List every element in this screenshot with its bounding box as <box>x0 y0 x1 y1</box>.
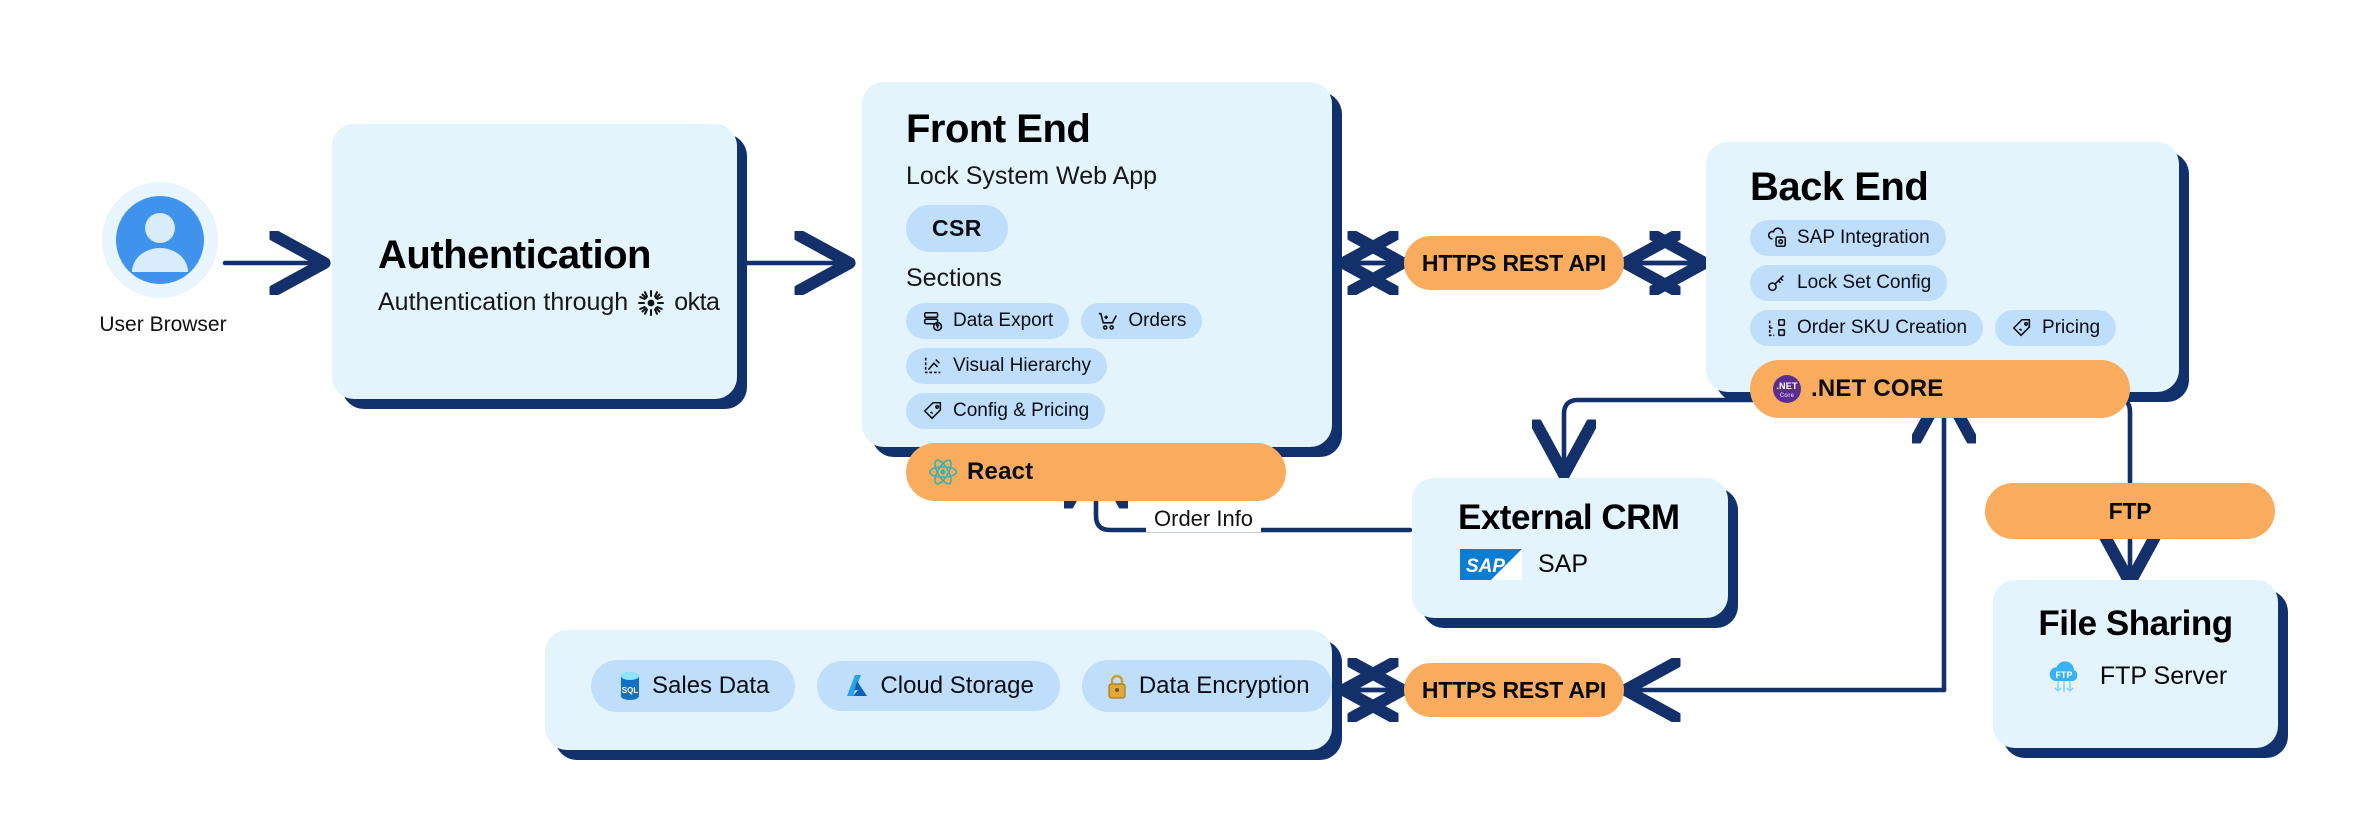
external-crm-card: External CRM SAP SAP <box>1412 478 1728 618</box>
svg-text:Core: Core <box>1780 393 1795 399</box>
capability-label: SAP Integration <box>1797 227 1930 248</box>
authentication-subtitle-row: Authentication through okta <box>378 288 737 317</box>
capability-pill-pricing[interactable]: Pricing <box>1995 310 2117 346</box>
section-label: Orders <box>1128 310 1187 331</box>
capability-label: Pricing <box>2042 317 2101 338</box>
key-icon <box>1766 272 1788 294</box>
shopping-cart-icon <box>1097 310 1119 332</box>
frontend-tech-row: React <box>906 443 1286 501</box>
frontend-card: Front End Lock System Web App CSR Sectio… <box>862 82 1332 501</box>
file-sharing-title: File Sharing <box>2038 604 2233 643</box>
data-pill-label: Sales Data <box>652 672 770 699</box>
csr-pill[interactable]: CSR <box>906 205 1008 252</box>
https-rest-api-bottom[interactable]: HTTPS REST API <box>1404 663 1624 717</box>
capability-label: Order SKU Creation <box>1797 317 1968 338</box>
section-pill-data-export[interactable]: Data Export <box>906 303 1070 339</box>
file-sharing-server-row: FTP FTP Server <box>1993 657 2278 697</box>
data-pill-sales-data[interactable]: SQL Sales Data <box>591 660 796 712</box>
azure-logo-icon <box>843 672 871 700</box>
order-info-label: Order Info <box>1146 506 1262 532</box>
sql-database-icon: SQL <box>617 671 643 701</box>
file-sharing-server-label: FTP Server <box>2099 662 2228 691</box>
authentication-title: Authentication <box>378 233 651 277</box>
react-pill[interactable]: React <box>906 443 1286 501</box>
okta-label: okta <box>674 288 720 316</box>
backend-tech-row: .NET Core .NET CORE <box>1750 360 2130 418</box>
capability-pill-order-sku-creation[interactable]: Order SKU Creation <box>1750 310 1984 346</box>
data-platform-items: SQL Sales Data Cloud Storage <box>545 630 1332 712</box>
section-label: Visual Hierarchy <box>953 355 1091 376</box>
frontend-sections-list: Data Export Orders Visual Hierarchy <box>906 303 1296 429</box>
capability-pill-lock-set-config[interactable]: Lock Set Config <box>1750 265 1948 301</box>
visual-hierarchy-icon <box>922 355 944 377</box>
external-crm-vendor-row: SAP SAP <box>1460 548 1728 580</box>
frontend-subtitle: Lock System Web App <box>906 162 1158 190</box>
section-pill-visual-hierarchy[interactable]: Visual Hierarchy <box>906 348 1107 384</box>
data-pill-label: Data Encryption <box>1138 672 1310 699</box>
cloud-settings-icon <box>1766 227 1788 249</box>
svg-text:SQL: SQL <box>622 686 639 695</box>
frontend-render-mode-row: CSR <box>906 205 1332 252</box>
user-avatar-icon <box>102 182 218 298</box>
okta-logo-icon <box>638 289 665 316</box>
ftp-connector[interactable]: FTP <box>1985 483 2275 539</box>
data-platform-card: SQL Sales Data Cloud Storage <box>545 630 1332 750</box>
frontend-sections-label: Sections <box>906 264 1002 292</box>
capability-label: Lock Set Config <box>1797 272 1932 293</box>
data-pill-data-encryption[interactable]: Data Encryption <box>1081 660 1332 712</box>
dotnet-core-logo-icon: .NET Core <box>1772 374 1802 404</box>
svg-text:FTP: FTP <box>2055 670 2072 680</box>
capability-pill-sap-integration[interactable]: SAP Integration <box>1750 220 1946 256</box>
price-tag-icon <box>922 400 944 422</box>
padlock-icon <box>1104 671 1130 701</box>
file-sharing-card: File Sharing FTP FTP Server <box>1993 580 2278 748</box>
data-pill-label: Cloud Storage <box>880 672 1034 699</box>
price-tag-icon <box>2011 317 2033 339</box>
authentication-subtitle: Authentication through <box>378 288 629 316</box>
section-pill-config-pricing[interactable]: Config & Pricing <box>906 393 1106 429</box>
dotnet-core-label: .NET CORE <box>1811 375 1944 402</box>
data-pill-cloud-storage[interactable]: Cloud Storage <box>817 661 1060 711</box>
frontend-title: Front End <box>906 107 1091 151</box>
svg-text:.NET: .NET <box>1776 381 1798 391</box>
user-avatar <box>100 180 220 300</box>
authentication-card: Authentication Authentication through ok… <box>332 124 737 399</box>
dotnet-core-pill[interactable]: .NET Core .NET CORE <box>1750 360 2130 418</box>
ftp-cloud-icon: FTP <box>2044 657 2084 697</box>
svg-text:SAP: SAP <box>1466 556 1505 577</box>
backend-card: Back End SAP Integration Lock Set Co <box>1706 142 2179 418</box>
section-label: Config & Pricing <box>953 400 1090 421</box>
section-label: Data Export <box>953 310 1054 331</box>
backend-capabilities-list: SAP Integration Lock Set Config Ord <box>1750 220 2140 346</box>
user-browser-label: User Browser <box>99 313 227 336</box>
section-pill-orders[interactable]: Orders <box>1081 303 1203 339</box>
backend-title: Back End <box>1750 165 1929 209</box>
https-rest-api-top[interactable]: HTTPS REST API <box>1404 236 1624 290</box>
data-export-icon <box>922 310 944 332</box>
sap-logo-icon: SAP <box>1460 548 1522 580</box>
sku-nodes-icon <box>1766 317 1788 339</box>
external-crm-vendor-label: SAP <box>1538 549 1589 578</box>
external-crm-title: External CRM <box>1458 498 1680 537</box>
react-logo-icon <box>928 457 958 487</box>
react-label: React <box>967 458 1034 485</box>
